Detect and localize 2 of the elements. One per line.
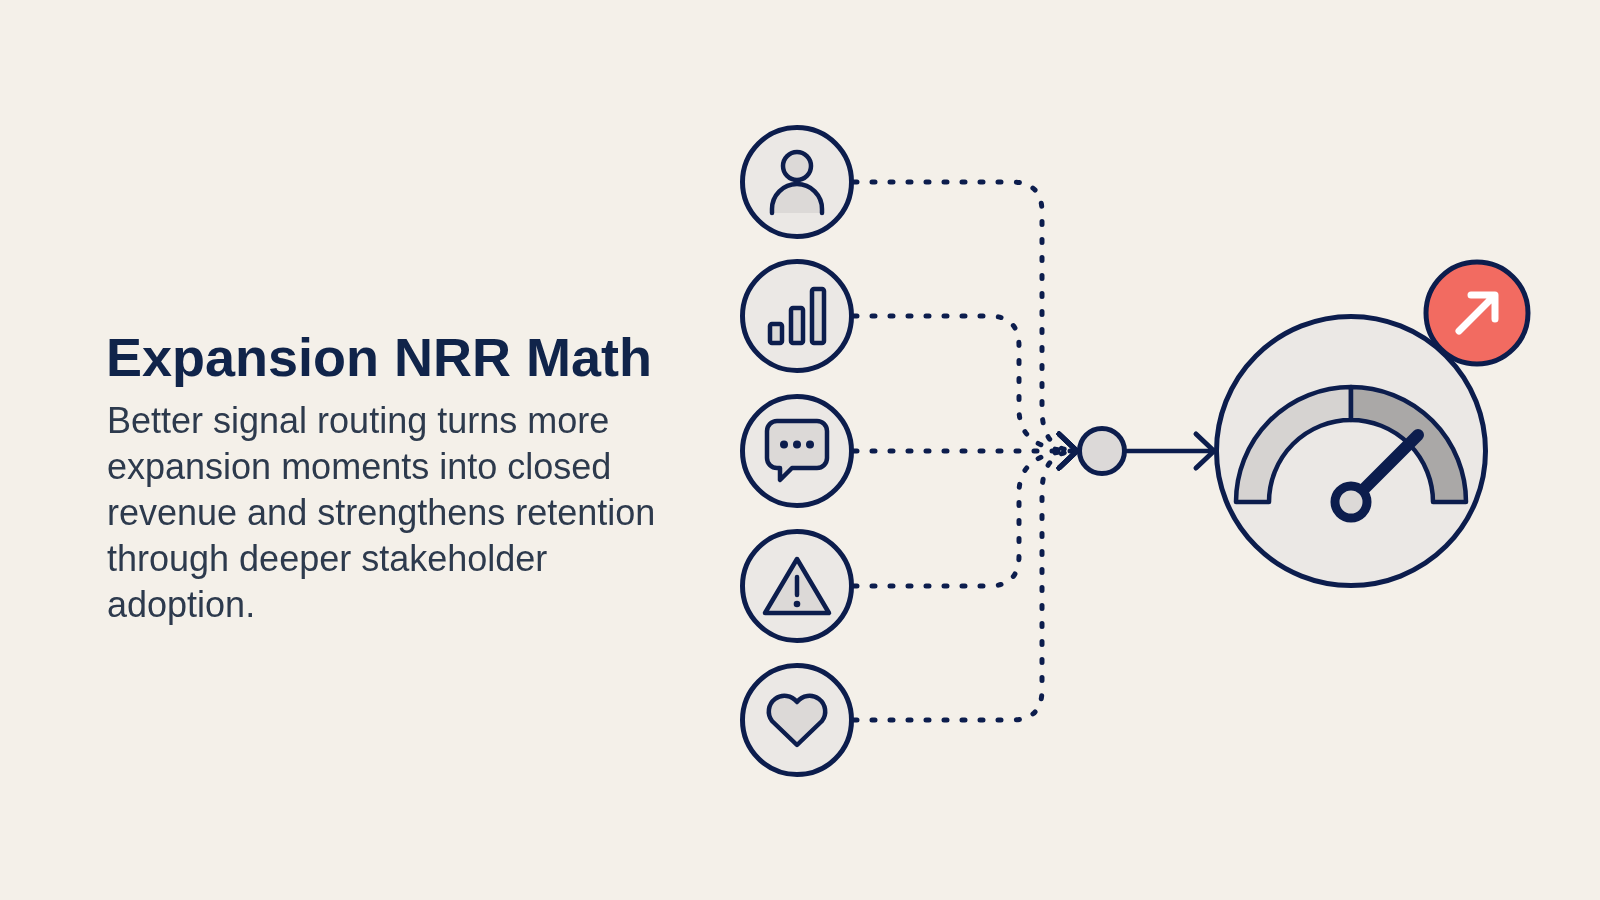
title: Expansion NRR Math: [106, 326, 653, 388]
description-text: Better signal routing turns more expansion moments into closed revenue and strengthens retention through deeper stakeholder adoption.: [107, 399, 657, 627]
